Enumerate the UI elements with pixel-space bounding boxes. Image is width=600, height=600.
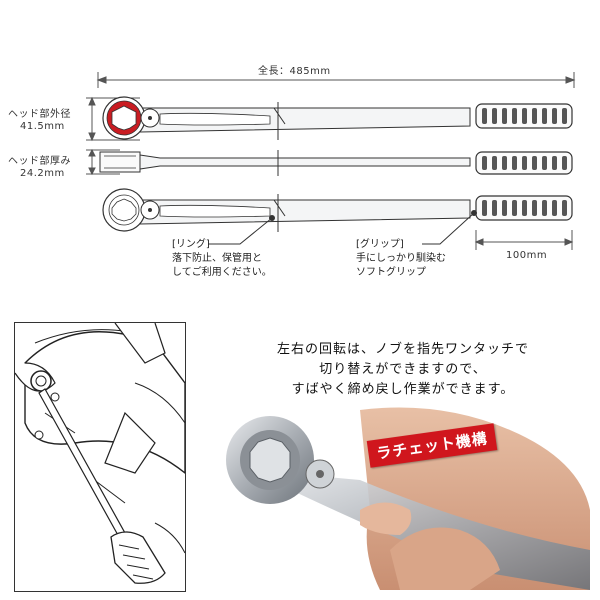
ring-callout-line1: 落下防止、保管用と bbox=[172, 253, 262, 264]
overall-length-dimension bbox=[96, 72, 576, 88]
grip-leader-line bbox=[422, 212, 475, 245]
grip-rib bbox=[562, 108, 567, 124]
grip-rib bbox=[492, 108, 497, 124]
grip-rib bbox=[512, 108, 517, 124]
grip-rib bbox=[482, 200, 487, 216]
grip-rib bbox=[562, 200, 567, 216]
ratchet-photo bbox=[210, 400, 590, 590]
grip-rib bbox=[522, 200, 527, 216]
usage-illustration-drawing bbox=[15, 323, 185, 584]
grip-callout-title: [グリップ] bbox=[356, 239, 404, 250]
head-outer-label: ヘッド部外径 bbox=[8, 109, 71, 120]
grip-rib bbox=[502, 200, 507, 216]
grip-rib bbox=[552, 108, 557, 124]
grip-rib bbox=[482, 156, 487, 170]
caption-line1: 左右の回転は、ノブを指先ワンタッチで bbox=[276, 342, 529, 357]
head-thickness-value: 24.2mm bbox=[20, 168, 65, 179]
wrench-bottom-view bbox=[102, 188, 471, 232]
grip-rib bbox=[532, 156, 537, 170]
grip-rib bbox=[562, 156, 567, 170]
grip-callout-line1: 手にしっかり馴染む bbox=[356, 253, 446, 264]
head-thickness-dimension bbox=[86, 148, 120, 176]
grip-length-dimension bbox=[474, 230, 574, 250]
grip-rib bbox=[542, 200, 547, 216]
grip-callout: [グリップ] 手にしっかり馴染む ソフトグリップ bbox=[356, 238, 446, 280]
grip-rib bbox=[552, 156, 557, 170]
caption-block: 左右の回転は、ノブを指先ワンタッチで 切り替えができますので、 すばやく締め戻し… bbox=[218, 340, 588, 400]
overall-length-label: 全長：485mm bbox=[258, 66, 331, 77]
ring-callout-title: [リング] bbox=[172, 239, 210, 250]
grip-rib bbox=[552, 200, 557, 216]
grip-rib bbox=[522, 156, 527, 170]
wrench-top-view bbox=[102, 96, 471, 140]
caption-line2: 切り替えができますので、 bbox=[319, 362, 487, 377]
grip-rib bbox=[522, 108, 527, 124]
head-thickness-label: ヘッド部厚み bbox=[8, 156, 71, 167]
grip-rib bbox=[542, 156, 547, 170]
grip-rib bbox=[512, 156, 517, 170]
usage-illustration bbox=[14, 322, 186, 592]
wrench-side-view bbox=[99, 150, 471, 176]
grip-rib bbox=[512, 200, 517, 216]
grip-rib bbox=[502, 156, 507, 170]
grip-length-label: 100mm bbox=[506, 250, 548, 261]
caption-line3: すばやく締め戻し作業ができます。 bbox=[291, 382, 515, 397]
grip-rib bbox=[492, 200, 497, 216]
grip-rib bbox=[482, 108, 487, 124]
ring-callout-line2: してご利用ください。 bbox=[172, 267, 272, 278]
grip-rib bbox=[542, 108, 547, 124]
grip-rib bbox=[532, 200, 537, 216]
grip-rib bbox=[532, 108, 537, 124]
ring-leader-line bbox=[208, 217, 273, 245]
ratchet-photo-drawing bbox=[226, 407, 590, 590]
ring-callout: [リング] 落下防止、保管用と してご利用ください。 bbox=[172, 238, 272, 280]
grip-callout-line2: ソフトグリップ bbox=[356, 267, 426, 278]
head-outer-value: 41.5mm bbox=[20, 121, 65, 132]
grip-rib bbox=[502, 108, 507, 124]
grip-rib bbox=[492, 156, 497, 170]
